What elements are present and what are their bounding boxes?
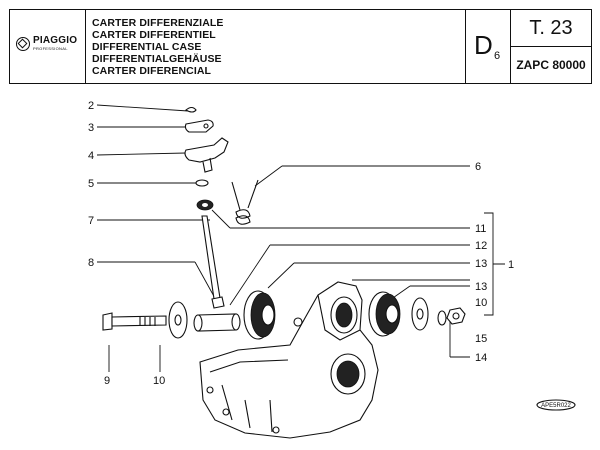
section-cell: D 6 (466, 10, 511, 83)
section-letter: D (474, 30, 493, 60)
differential-case (199, 281, 379, 439)
title-english: DIFFERENTIAL CASE (92, 41, 202, 53)
callout-1: 1 (508, 259, 514, 271)
part-3-lever (184, 119, 214, 133)
title-spanish: CARTER DIFERENCIAL (92, 65, 212, 77)
part-9-bolt (102, 312, 167, 331)
title-french: CARTER DIFFERENTIEL (92, 29, 216, 41)
part-14-nut (446, 307, 466, 325)
part-10-washer-left (168, 301, 188, 339)
part-15-washer (437, 310, 447, 326)
callout-15: 15 (475, 333, 487, 345)
part-2-clip (185, 106, 197, 113)
callout-2: 2 (88, 100, 94, 112)
piaggio-logo: PIAGGIO PROFESSIONAL (16, 36, 77, 51)
piaggio-logo-icon (16, 36, 30, 51)
callout-8: 8 (88, 257, 94, 269)
callout-4: 4 (88, 150, 94, 162)
callout-10-right: 10 (475, 297, 487, 309)
part-4-fork (184, 137, 229, 163)
part-12-spacer (197, 313, 237, 332)
callout-10-left: 10 (153, 375, 165, 387)
part-8-nut (211, 296, 225, 309)
title-italian: CARTER DIFFERENZIALE (92, 17, 224, 29)
callout-7: 7 (88, 215, 94, 227)
callout-13-upper: 13 (475, 258, 487, 270)
callout-13-lower: 13 (475, 281, 487, 293)
title-list: CARTER DIFFERENZIALE CARTER DIFFERENTIEL… (92, 17, 224, 77)
callout-9: 9 (104, 375, 110, 387)
section-subscript: 6 (494, 50, 501, 62)
callout-12: 12 (475, 240, 487, 252)
group-bracket (484, 212, 505, 316)
model-code: ZAPC 80000 (516, 58, 586, 72)
leader-lines (96, 104, 470, 372)
title-german: DIFFERENTIALGEHÄUSE (92, 53, 222, 65)
reference-code: APE5R022 (541, 403, 571, 409)
callout-5: 5 (88, 178, 94, 190)
part-10-washer-right (411, 297, 429, 331)
reference-code-stamp (536, 399, 576, 411)
drawing-header: PIAGGIO PROFESSIONAL CARTER DIFFERENZIAL… (9, 9, 592, 84)
table-number: T. 23 (511, 10, 591, 47)
part-6-spring (231, 179, 259, 225)
callout-11: 11 (475, 223, 486, 235)
part-13-silentblock-right (368, 291, 401, 337)
part-13-silentblock-left (243, 290, 276, 340)
callout-6: 6 (475, 161, 481, 173)
callout-3: 3 (88, 122, 94, 134)
part-7-shaft (201, 215, 221, 300)
part-5-washer (195, 179, 209, 187)
brand-subtitle: PROFESSIONAL (33, 46, 68, 51)
brand-name: PIAGGIO (33, 35, 78, 46)
callout-14: 14 (475, 352, 487, 364)
table-cell: T. 23 ZAPC 80000 (511, 10, 591, 83)
logo-cell: PIAGGIO PROFESSIONAL (10, 10, 86, 83)
title-cell: CARTER DIFFERENZIALE CARTER DIFFERENTIEL… (86, 10, 466, 83)
